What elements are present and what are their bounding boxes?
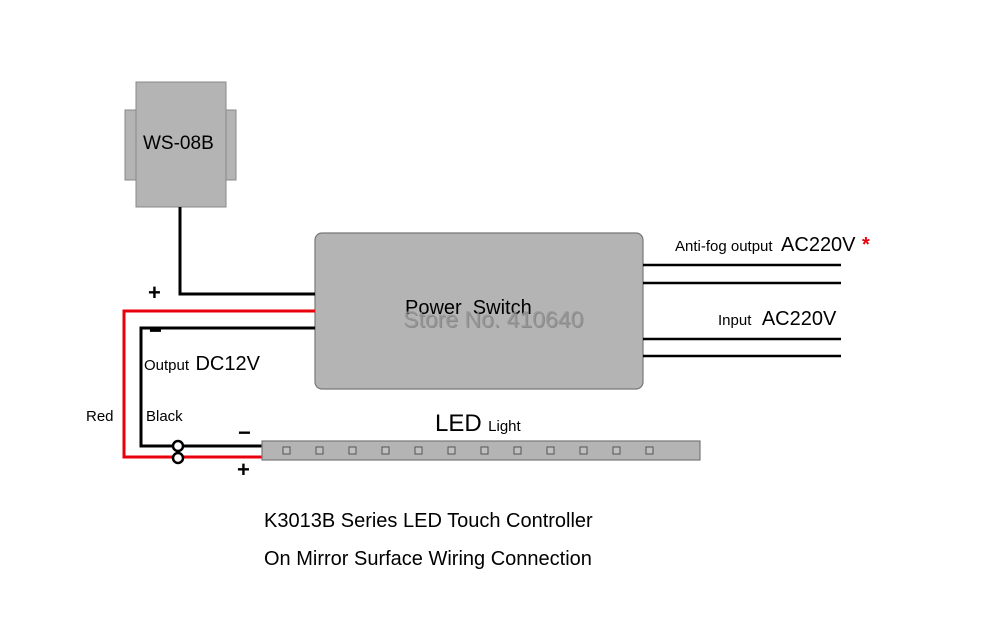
red-wire-label: Red xyxy=(86,408,114,425)
power-switch-label: Power Switch xyxy=(405,297,532,319)
caption-line-1: K3013B Series LED Touch Controller xyxy=(264,510,593,532)
sensor-side-tab-right xyxy=(224,109,237,181)
led-chip xyxy=(348,446,357,455)
led-chip xyxy=(381,446,390,455)
minus-sign-led: − xyxy=(238,420,251,445)
led-text: LED xyxy=(435,410,482,437)
led-chip xyxy=(645,446,654,455)
output-voltage: DC12V xyxy=(195,353,260,375)
asterisk-mark: * xyxy=(861,234,870,256)
led-sub-text: Light xyxy=(488,418,521,435)
connector-red xyxy=(171,451,185,465)
black-wire-label: Black xyxy=(146,408,183,425)
black-wire xyxy=(139,326,315,448)
red-wire xyxy=(122,309,315,459)
led-chip xyxy=(282,446,291,455)
minus-sign-output: − xyxy=(149,318,162,343)
input-label: Input AC220V xyxy=(718,308,836,331)
led-chip xyxy=(546,446,555,455)
led-chip xyxy=(579,446,588,455)
connector-black xyxy=(171,439,185,453)
led-label: LED Light xyxy=(435,410,521,438)
output-text: Output xyxy=(144,357,190,374)
sensor-side-tab-left xyxy=(124,109,138,181)
plus-sign-led: + xyxy=(237,457,250,482)
anti-fog-voltage: AC220V xyxy=(781,234,856,256)
anti-fog-text: Anti-fog output xyxy=(675,238,773,255)
watermark: Store No. 410640 xyxy=(403,306,584,332)
sensor-wire xyxy=(178,207,315,296)
plus-sign-sensor: + xyxy=(148,280,161,305)
sensor-label: WS-08B xyxy=(143,133,214,154)
sensor-box xyxy=(135,81,227,208)
led-chip xyxy=(513,446,522,455)
caption-line-2: On Mirror Surface Wiring Connection xyxy=(264,548,592,570)
led-chip xyxy=(447,446,456,455)
input-text: Input xyxy=(718,312,752,329)
led-chip xyxy=(480,446,489,455)
led-chip xyxy=(315,446,324,455)
output-label: Output DC12V xyxy=(144,353,260,376)
anti-fog-label: Anti-fog output AC220V * xyxy=(675,234,870,257)
led-chip xyxy=(414,446,423,455)
input-voltage: AC220V xyxy=(761,308,837,330)
led-chip xyxy=(612,446,621,455)
